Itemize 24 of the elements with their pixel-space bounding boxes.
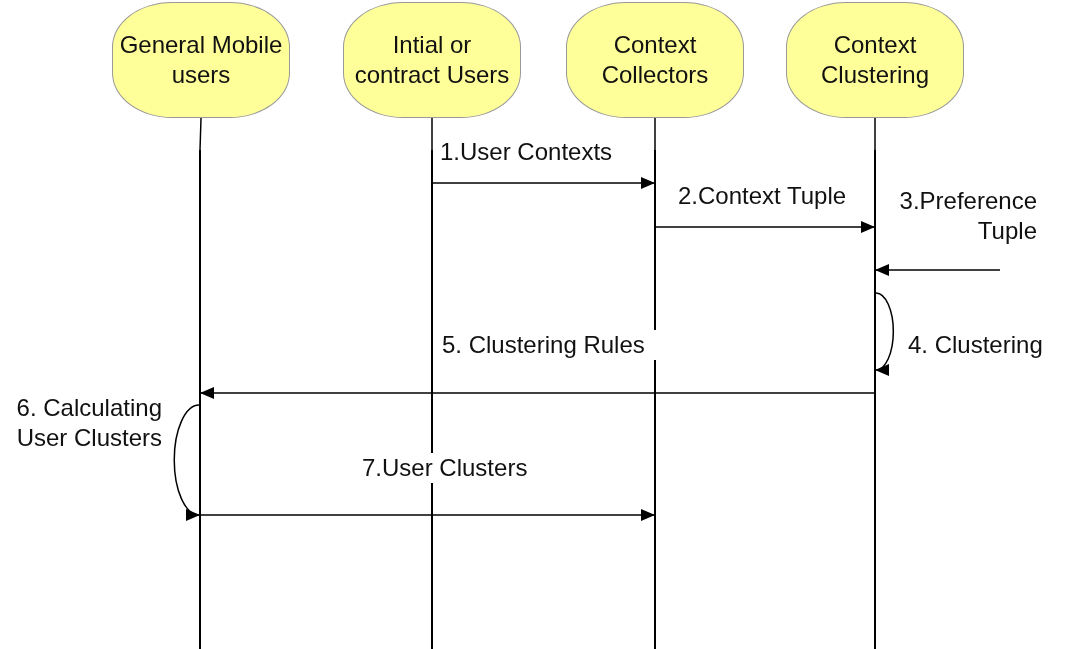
edge-label: 2.Context Tuple: [678, 181, 848, 211]
edge-label: 1.User Contexts: [440, 137, 614, 167]
message-arrow: [432, 177, 655, 189]
lifeline-head: Context Collectors: [566, 2, 744, 118]
message-arrow: [655, 221, 875, 233]
lifeline-head: General Mobile users: [112, 2, 290, 118]
lifeline-bar: [431, 150, 433, 649]
message-arrow: [173, 404, 200, 520]
lifeline: [199, 117, 202, 151]
message-arrow: [200, 509, 655, 521]
edge-label: 6. Calculating User Clusters: [15, 393, 162, 453]
lifeline-head: Intial or contract Users: [343, 2, 521, 118]
lifeline-head: Context Clustering: [786, 2, 964, 118]
message-arrow: [200, 387, 875, 399]
edge-label: 3.Preference Tuple: [898, 186, 1037, 246]
lifeline: [654, 117, 656, 151]
lifeline: [431, 117, 433, 151]
lifeline-bar: [199, 150, 201, 649]
message-arrow: [875, 264, 1001, 276]
message-arrow: [875, 292, 895, 375]
edge-label: 4. Clustering: [908, 330, 1044, 360]
lifeline-bar: [874, 150, 876, 649]
lifeline: [874, 117, 876, 151]
lifeline-bar: [654, 150, 656, 649]
